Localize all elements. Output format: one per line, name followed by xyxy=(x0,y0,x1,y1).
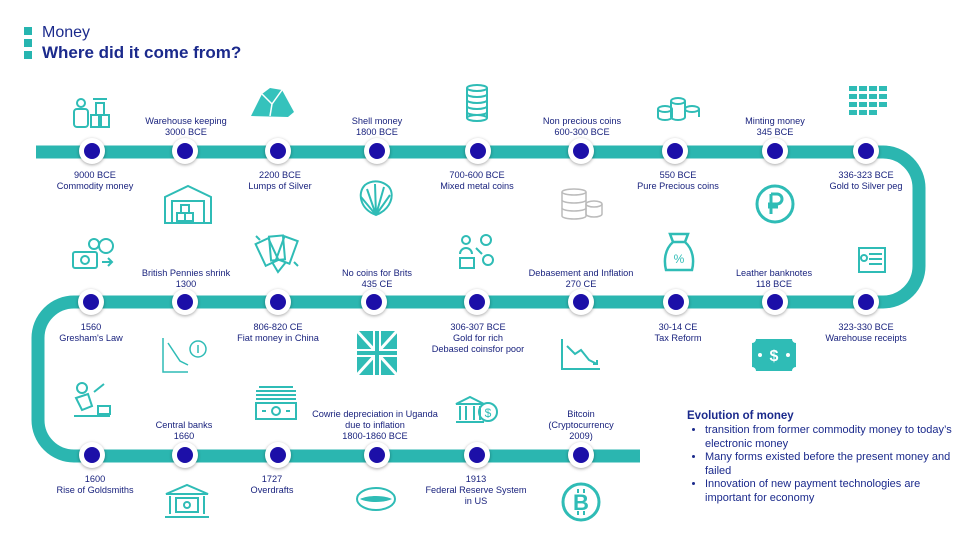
evolution-list: transition from former commodity money t… xyxy=(687,424,957,505)
bank-dollar-icon: $ xyxy=(455,395,498,423)
timeline-node[interactable] xyxy=(762,289,788,315)
timeline-node[interactable] xyxy=(464,289,490,315)
svg-text:$: $ xyxy=(485,406,492,420)
page-subtitle: Money xyxy=(42,24,91,41)
timeline-node[interactable] xyxy=(172,442,198,468)
tax-bag-icon: % xyxy=(663,232,695,272)
union-jack-icon xyxy=(356,330,398,376)
central-bank-icon xyxy=(165,483,209,518)
timeline-node[interactable] xyxy=(364,442,390,468)
evolution-title: Evolution of money xyxy=(687,410,794,422)
timeline-node[interactable] xyxy=(79,442,105,468)
gold-bars-grid-icon xyxy=(849,86,887,115)
gold-bars-icon xyxy=(73,98,110,128)
timeline-node[interactable] xyxy=(364,138,390,164)
timeline-node[interactable] xyxy=(762,138,788,164)
timeline-node[interactable] xyxy=(663,289,689,315)
cowrie-icon xyxy=(356,487,396,511)
declining-chart-icon xyxy=(561,339,600,370)
falling-value-icon xyxy=(162,338,207,373)
banknote-stack-icon xyxy=(255,386,297,420)
coin-stack-icon xyxy=(466,84,488,122)
coins-icon xyxy=(657,97,700,121)
timeline-node[interactable] xyxy=(265,289,291,315)
timeline-node[interactable] xyxy=(265,138,291,164)
timeline-node[interactable] xyxy=(361,289,387,315)
bitcoin-icon: B xyxy=(561,482,601,522)
money-exchange-icon xyxy=(72,238,114,269)
timeline-node[interactable] xyxy=(853,289,879,315)
timeline-node[interactable] xyxy=(78,289,104,315)
list-item: Many forms existed before the present mo… xyxy=(705,451,957,478)
timeline-node[interactable] xyxy=(568,138,594,164)
svg-text:%: % xyxy=(674,252,685,266)
timeline-node[interactable] xyxy=(172,289,198,315)
banknotes-fan-icon xyxy=(254,234,299,274)
timeline-node[interactable] xyxy=(568,442,594,468)
ruble-coin-icon xyxy=(755,184,795,224)
list-item: Innovation of new payment technologies a… xyxy=(705,478,957,505)
coin-stacks-icon xyxy=(561,188,603,220)
receipt-icon xyxy=(858,247,886,273)
svg-text:B: B xyxy=(573,490,589,515)
shell-icon xyxy=(359,180,393,217)
silver-lump-icon xyxy=(251,88,294,117)
header-bullet xyxy=(24,27,32,35)
timeline-node[interactable] xyxy=(79,138,105,164)
timeline-node[interactable] xyxy=(172,138,198,164)
warehouse-icon xyxy=(164,184,212,224)
header-bullet xyxy=(24,51,32,59)
event-label: Cowrie depreciation in Uganda due to inf… xyxy=(312,409,438,441)
money-people-icon xyxy=(459,234,494,269)
timeline-node[interactable] xyxy=(662,138,688,164)
evolution-summary: Evolution of money transition from forme… xyxy=(687,410,957,505)
goldsmith-icon xyxy=(74,382,111,417)
header-bullet xyxy=(24,39,32,47)
timeline-node[interactable] xyxy=(568,289,594,315)
timeline-node[interactable] xyxy=(853,138,879,164)
svg-text:$: $ xyxy=(770,348,779,365)
timeline-node[interactable] xyxy=(265,442,291,468)
timeline-node[interactable] xyxy=(464,442,490,468)
timeline-node[interactable] xyxy=(465,138,491,164)
dollar-note-icon: $ xyxy=(752,339,796,371)
page-title: Where did it come from? xyxy=(42,43,242,62)
list-item: transition from former commodity money t… xyxy=(705,424,957,451)
